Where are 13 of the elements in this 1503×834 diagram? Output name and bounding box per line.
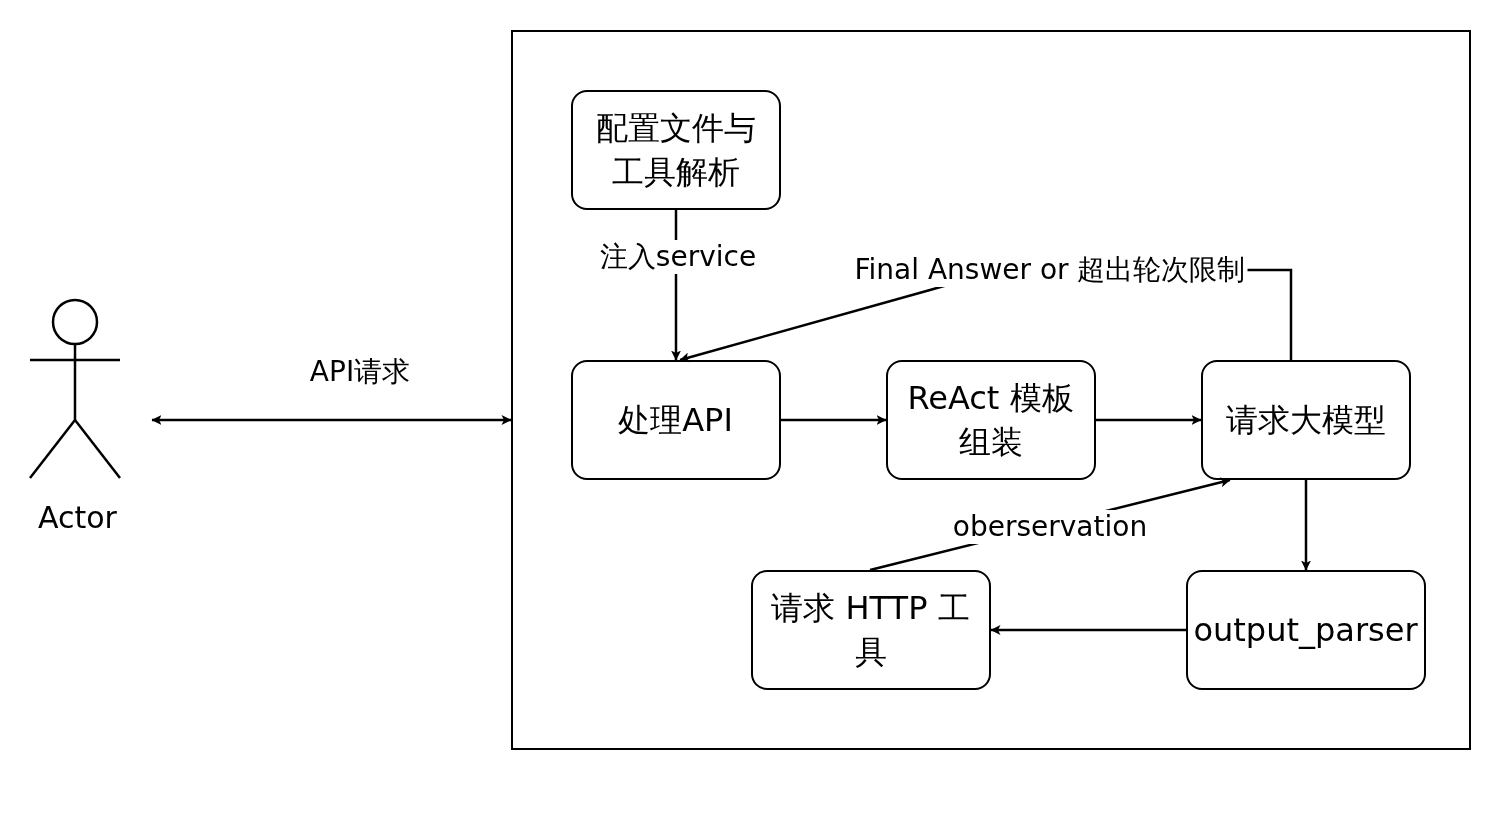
process-box: 处理API	[570, 359, 781, 480]
arrow	[1096, 415, 1202, 425]
arrow	[1301, 480, 1311, 571]
frame-box	[511, 30, 1471, 750]
arrow	[990, 625, 1186, 635]
arrow	[151, 415, 512, 425]
process-box: 配置文件与工具解析	[570, 89, 781, 210]
process-box: output_parser	[1185, 569, 1426, 690]
process-box: 请求 HTTP 工具	[750, 569, 991, 690]
arrow	[781, 415, 887, 425]
actor-label: Actor	[37, 500, 118, 536]
process-box: ReAct 模板组装	[885, 359, 1096, 480]
process-box: 请求大模型	[1200, 359, 1411, 480]
